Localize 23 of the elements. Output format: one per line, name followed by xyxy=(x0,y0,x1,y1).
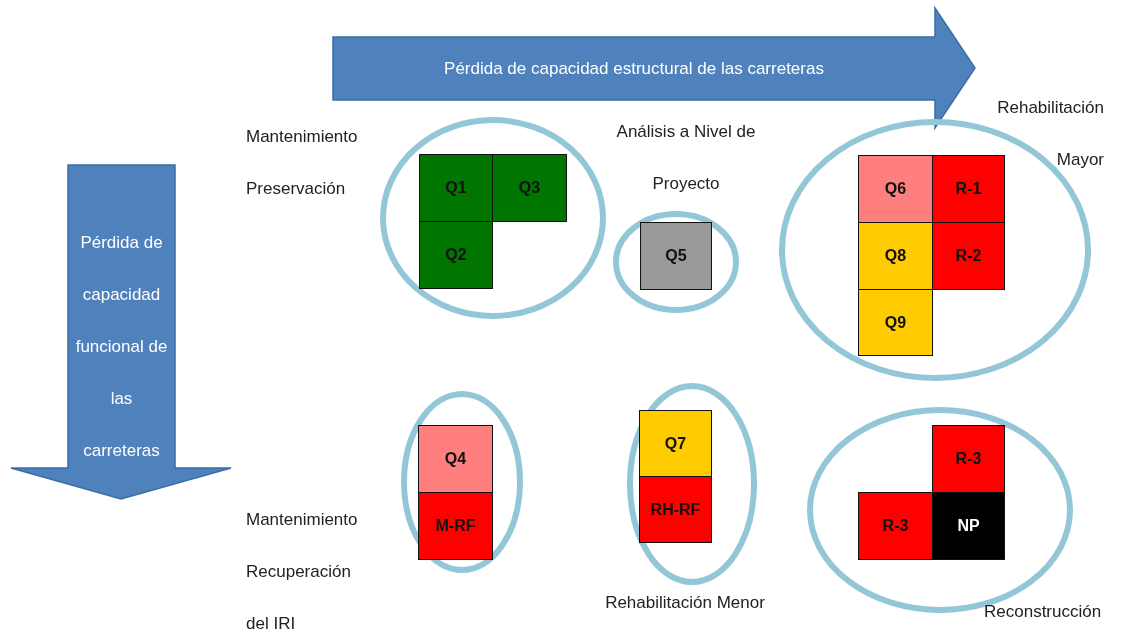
category-cell: Q3 xyxy=(492,154,567,222)
category-cell: RH-RF xyxy=(639,476,712,543)
category-cell: Q8 xyxy=(858,222,933,290)
category-cell: Q7 xyxy=(639,410,712,477)
group-label: Análisis a Nivel de Proyecto xyxy=(616,121,756,195)
group-label: Mantenimiento Recuperación del IRI xyxy=(246,509,359,635)
category-cell: NP xyxy=(932,492,1005,560)
group-label: Reconstrucción xyxy=(984,601,1103,623)
group-label: Mantenimiento Preservación xyxy=(246,126,359,200)
group-label: Rehabilitación Menor xyxy=(604,592,766,614)
category-cell: R-2 xyxy=(932,222,1005,290)
category-cell: Q2 xyxy=(419,221,493,289)
category-cell: R-1 xyxy=(932,155,1005,223)
category-cell: R-3 xyxy=(858,492,933,560)
arrow-label: Pérdida de capacidad funcional de las carreteras xyxy=(74,232,169,462)
arrow-label: Pérdida de capacidad estructural de las carreteras xyxy=(444,58,824,79)
category-cell: Q9 xyxy=(858,289,933,356)
category-cell: Q5 xyxy=(640,222,712,290)
category-cell: R-3 xyxy=(932,425,1005,493)
category-cell: M-RF xyxy=(418,492,493,560)
category-cell: Q1 xyxy=(419,154,493,222)
category-cell: Q4 xyxy=(418,425,493,493)
category-cell: Q6 xyxy=(858,155,933,223)
